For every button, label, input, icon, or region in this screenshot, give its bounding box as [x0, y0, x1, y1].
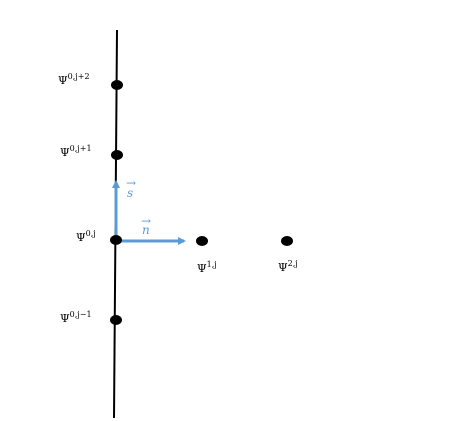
node-label-psi-0-j+1: Ψ0,j+1: [60, 144, 92, 159]
node-dot-psi-0-j: [110, 235, 122, 245]
node-label-psi-0-j-1: Ψ0,j−1: [60, 310, 92, 325]
tangent-vector-label: s: [127, 186, 133, 200]
node-label-psi-1-j: Ψ1,j: [197, 260, 217, 275]
node-label-psi-0-j: Ψ0,j: [76, 229, 96, 244]
node-dot-psi-0-j+2: [111, 80, 123, 90]
node-dot-psi-2-j: [281, 236, 293, 246]
node-label-psi-0-j+2: Ψ0,j+2: [58, 72, 90, 87]
node-label-psi-2-j: Ψ2,j: [278, 259, 298, 274]
node-dot-psi-0-j+1: [111, 150, 123, 160]
node-dot-psi-1-j: [196, 236, 208, 246]
normal-vector-label: n: [142, 223, 150, 237]
node-dot-psi-0-j-1: [110, 315, 122, 325]
normal-vector-arrow-accent: →: [141, 214, 151, 228]
tangent-vector-arrow-accent: →: [126, 176, 136, 190]
